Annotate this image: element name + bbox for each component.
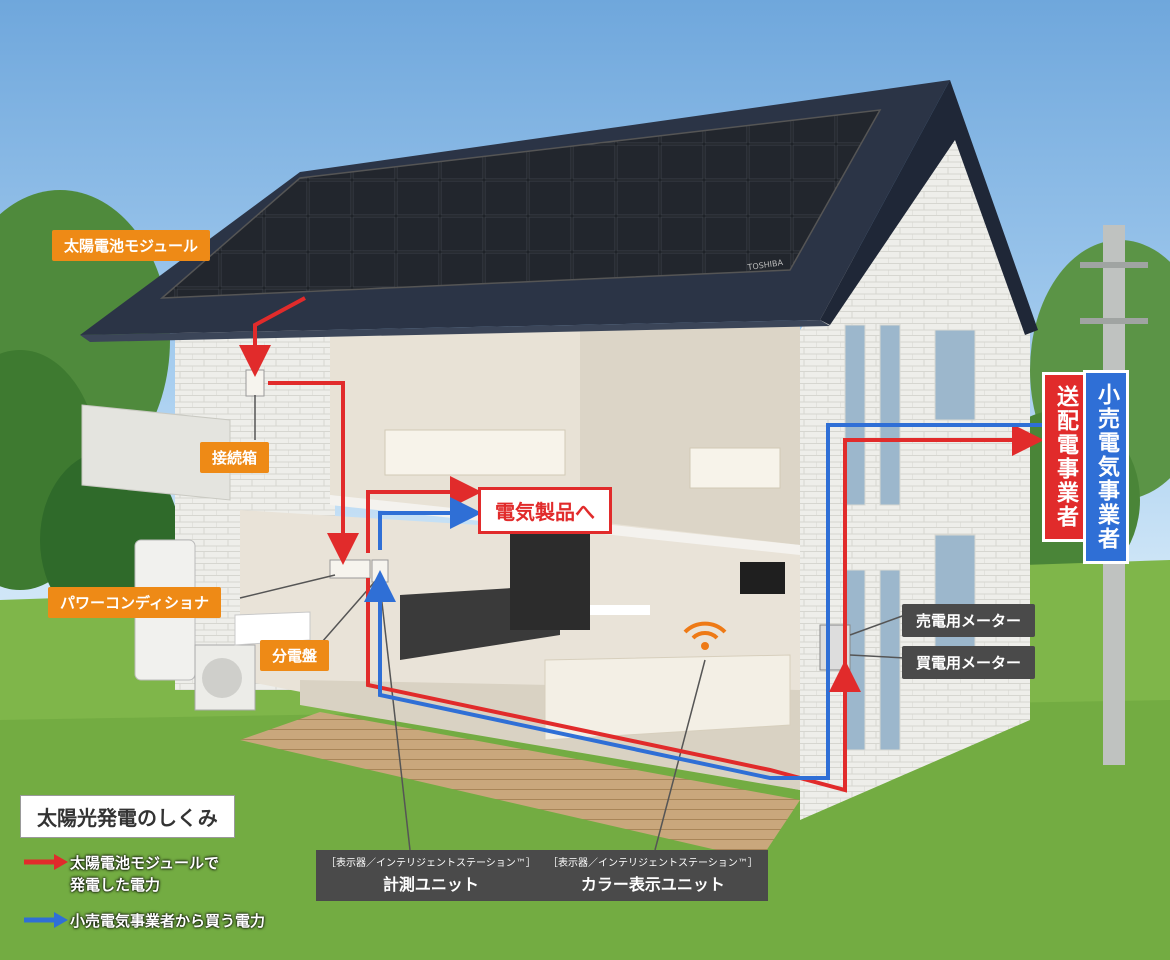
color-display-unit-label: ［表示器／インテリジェントステーション™］ カラー表示ユニット xyxy=(538,850,768,901)
distribution-board-label: 分電盤 xyxy=(260,640,329,671)
solar-module-label: 太陽電池モジュール xyxy=(52,230,210,261)
junction-box-label: 接続箱 xyxy=(200,442,269,473)
power-conditioner xyxy=(330,560,370,578)
legend-item-generated: 太陽電池モジュールで発電した電力 xyxy=(20,852,365,896)
distribution-board xyxy=(372,560,388,582)
to-appliances-label: 電気製品へ xyxy=(478,487,612,534)
solar-panel-array: TOSHIBA xyxy=(162,110,880,298)
color-display-unit-caption: ［表示器／インテリジェントステーション™］ xyxy=(548,854,758,869)
legend: 太陽光発電のしくみ 太陽電池モジュールで発電した電力 小売電気事業者から買う電力 xyxy=(20,795,365,932)
buy-meter-label: 買電用メーター xyxy=(902,646,1035,679)
legend-item-generated-line1: 太陽電池モジュールで xyxy=(70,854,219,872)
power-conditioner-label: パワーコンディショナ xyxy=(48,587,221,618)
legend-item-bought: 小売電気事業者から買う電力 xyxy=(20,910,365,932)
legend-title: 太陽光発電のしくみ xyxy=(20,795,235,838)
red-arrow-icon xyxy=(20,852,70,872)
sell-meter-label: 売電用メーター xyxy=(902,604,1035,637)
legend-item-generated-line2: 発電した電力 xyxy=(70,876,160,894)
color-display-unit-name: カラー表示ユニット xyxy=(548,871,758,895)
legend-item-bought-line1: 小売電気事業者から買う電力 xyxy=(70,912,265,930)
retail-provider-label: 小売電気事業者 xyxy=(1083,370,1129,564)
blue-arrow-icon xyxy=(20,910,70,930)
transmission-provider-label: 送配電事業者 xyxy=(1042,372,1088,542)
junction-box xyxy=(246,370,264,396)
